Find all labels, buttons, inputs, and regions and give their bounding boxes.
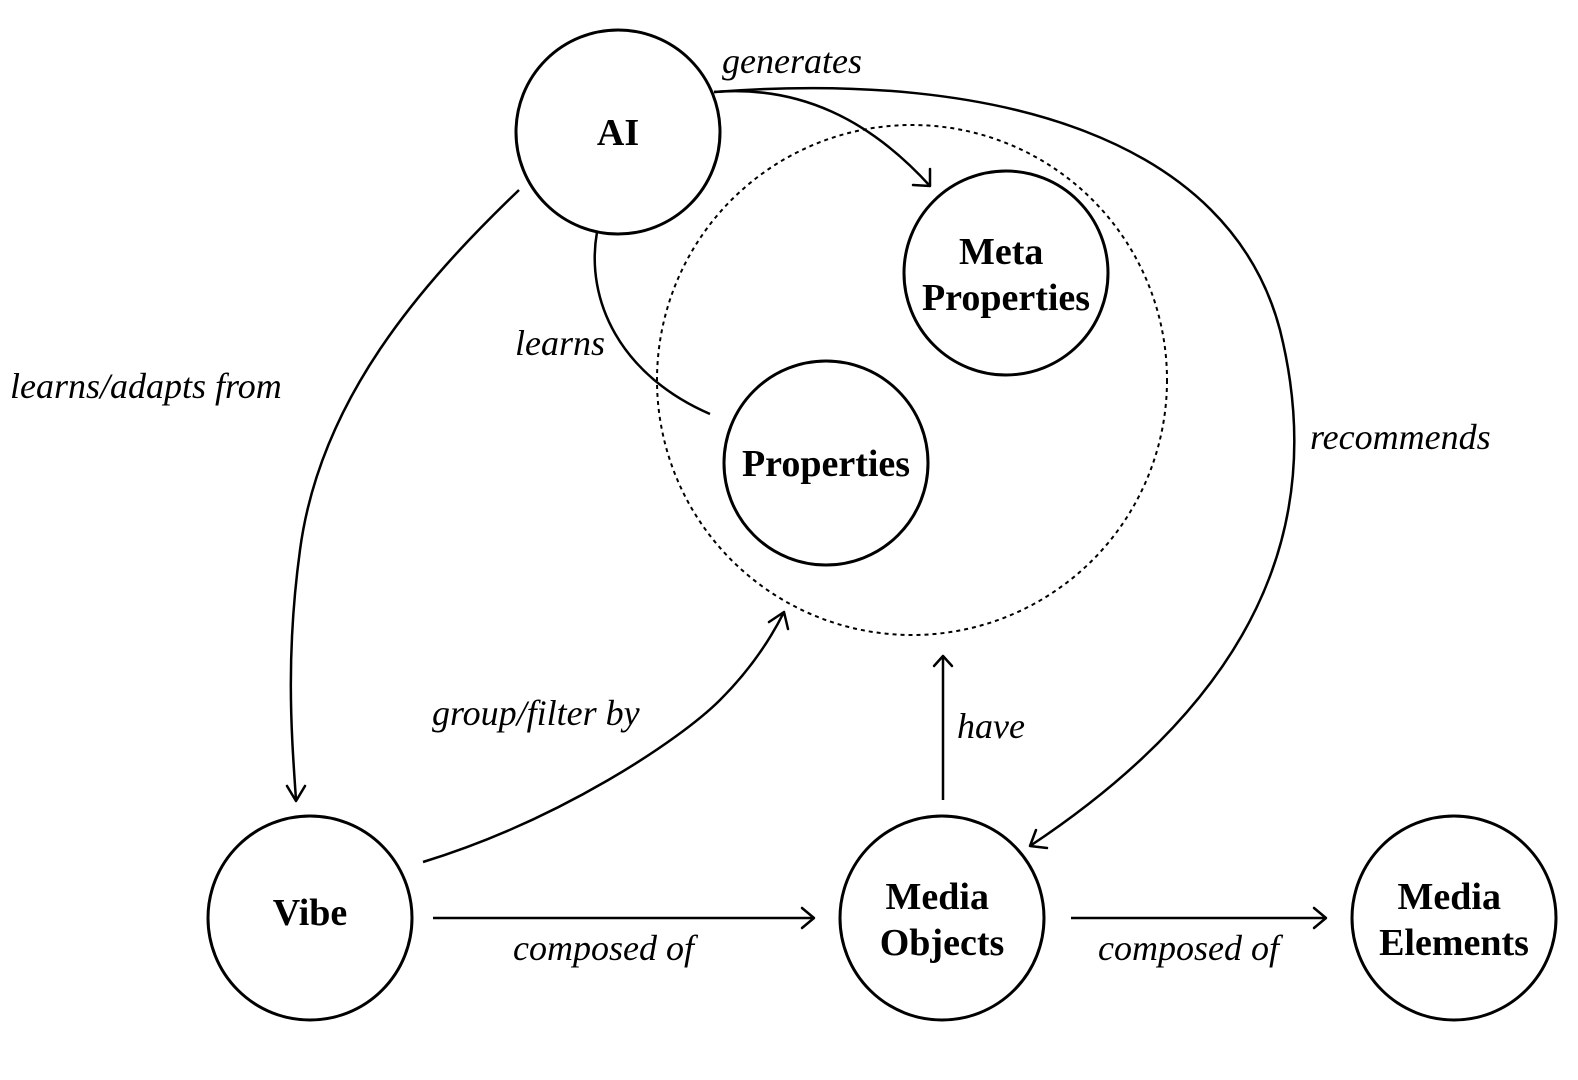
edge-group-filter-by (422, 610, 790, 864)
node-meta-properties-label-line-1: Meta (959, 231, 1043, 273)
node-media-objects-label-line-2: Objects (880, 922, 1005, 964)
edge-label-have: have (957, 706, 1025, 746)
node-ai-label: AI (597, 112, 639, 154)
node-meta-properties-label-line-2: Properties (922, 277, 1090, 319)
edge-generates-arrowhead (911, 167, 932, 188)
node-vibe-circle (206, 814, 414, 1022)
node-media-elements-label-line-1: Media (1398, 876, 1501, 918)
edge-learns-line (593, 231, 711, 416)
edge-label-vibe-composed-of: composed of (513, 928, 699, 968)
edge-group-filter-by-arrowhead (767, 610, 790, 631)
edge-label-group-filter-by: group/filter by (432, 693, 640, 733)
properties-group-container (656, 124, 1168, 636)
edge-label-generates: generates (722, 41, 862, 81)
node-media-objects-label: Media Objects (880, 876, 1005, 964)
node-vibe[interactable]: Vibe (206, 814, 414, 1022)
edge-generates (713, 89, 932, 188)
edge-learns-adapts-from (285, 189, 520, 803)
edge-recommends (713, 86, 1296, 850)
node-properties[interactable]: Properties (722, 359, 930, 567)
edge-group-filter-by-line (422, 611, 786, 864)
edge-generates-line (713, 89, 931, 187)
node-meta-properties[interactable]: Meta Properties (902, 169, 1110, 377)
edge-label-objects-composed-of: composed of (1098, 928, 1284, 968)
edge-have-arrowhead (932, 654, 954, 668)
node-properties-circle (722, 359, 930, 567)
node-media-elements-label: Media Elements (1379, 876, 1529, 964)
node-media-objects[interactable]: Media Objects (838, 814, 1046, 1022)
edge-objects-composed-of (1071, 906, 1328, 930)
edge-vibe-composed-of-arrowhead (800, 906, 816, 930)
node-media-objects-circle (838, 814, 1046, 1022)
node-properties-label: Properties (742, 443, 910, 485)
node-vibe-label: Vibe (273, 892, 348, 934)
node-ai[interactable]: AI (514, 28, 722, 236)
edge-vibe-composed-of (433, 906, 816, 930)
edge-learns (593, 231, 711, 416)
edge-recommends-arrowhead (1028, 828, 1049, 850)
node-media-objects-label-line-1: Media (886, 876, 989, 918)
node-meta-properties-circle (902, 169, 1110, 377)
edge-objects-composed-of-arrowhead (1312, 906, 1328, 930)
node-meta-properties-label: Meta Properties (922, 231, 1090, 319)
edge-recommends-line (713, 86, 1296, 848)
edge-label-learns-adapts-from: learns/adapts from (10, 366, 282, 406)
edge-learns-adapts-from-line (289, 189, 520, 801)
edge-label-recommends: recommends (1310, 417, 1491, 457)
node-ai-circle (514, 28, 722, 236)
edge-have (932, 654, 954, 800)
node-media-elements[interactable]: Media Elements (1350, 814, 1558, 1022)
edge-label-learns: learns (515, 323, 605, 363)
edge-learns-adapts-from-arrowhead (285, 784, 307, 803)
node-media-elements-circle (1350, 814, 1558, 1022)
node-media-elements-label-line-2: Elements (1379, 922, 1529, 964)
